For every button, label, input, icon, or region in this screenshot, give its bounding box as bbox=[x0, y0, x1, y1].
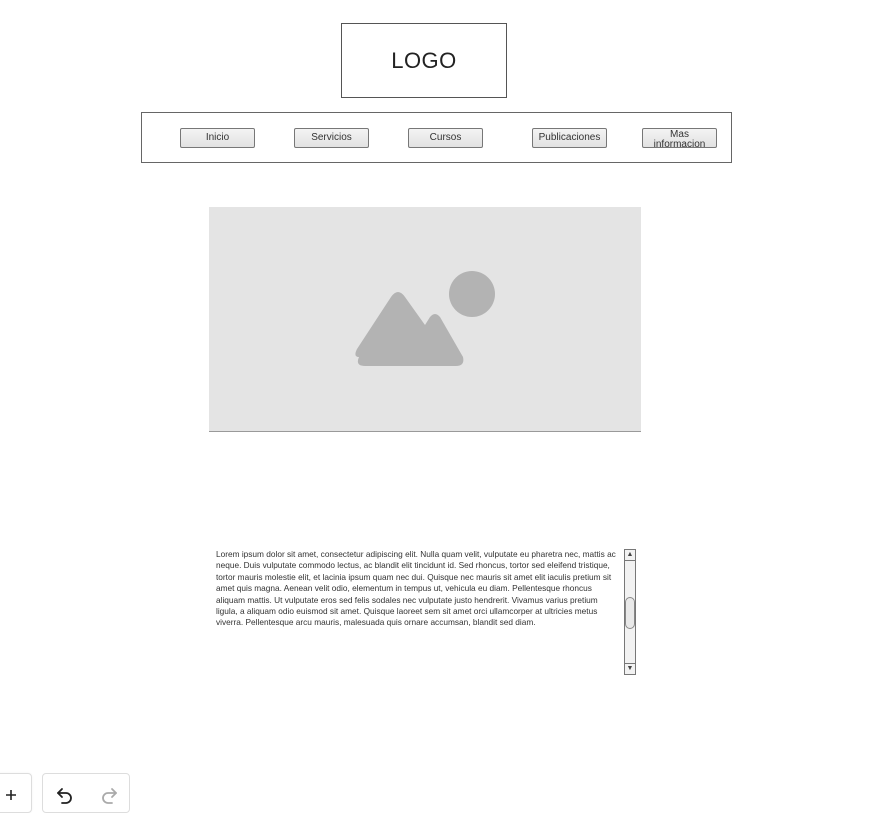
text-area[interactable]: Lorem ipsum dolor sit amet, consectetur … bbox=[214, 549, 638, 675]
redo-icon[interactable] bbox=[96, 782, 122, 808]
nav-button-servicios[interactable]: Servicios bbox=[294, 128, 369, 148]
scroll-down-arrow-icon[interactable]: ▼ bbox=[625, 663, 635, 674]
logo-text: LOGO bbox=[391, 47, 457, 73]
nav-button-mas-informacion[interactable]: Mas informacion bbox=[642, 128, 717, 148]
text-area-scrollbar[interactable]: ▲ ▼ bbox=[624, 549, 636, 675]
plus-icon[interactable] bbox=[0, 782, 24, 808]
logo-placeholder: LOGO bbox=[341, 23, 507, 98]
history-toolbar bbox=[42, 773, 130, 813]
nav-button-inicio[interactable]: Inicio bbox=[180, 128, 255, 148]
undo-icon[interactable] bbox=[52, 782, 78, 808]
lorem-text: Lorem ipsum dolor sit amet, consectetur … bbox=[216, 549, 616, 628]
image-placeholder-icon bbox=[355, 271, 495, 366]
nav-button-cursos[interactable]: Cursos bbox=[408, 128, 483, 148]
scroll-up-arrow-icon[interactable]: ▲ bbox=[625, 550, 635, 561]
zoom-toolbar bbox=[0, 773, 32, 813]
nav-button-publicaciones[interactable]: Publicaciones bbox=[532, 128, 607, 148]
scrollbar-thumb[interactable] bbox=[625, 597, 635, 629]
hero-image-placeholder bbox=[209, 207, 641, 432]
nav-bar: Inicio Servicios Cursos Publicaciones Ma… bbox=[141, 112, 732, 163]
